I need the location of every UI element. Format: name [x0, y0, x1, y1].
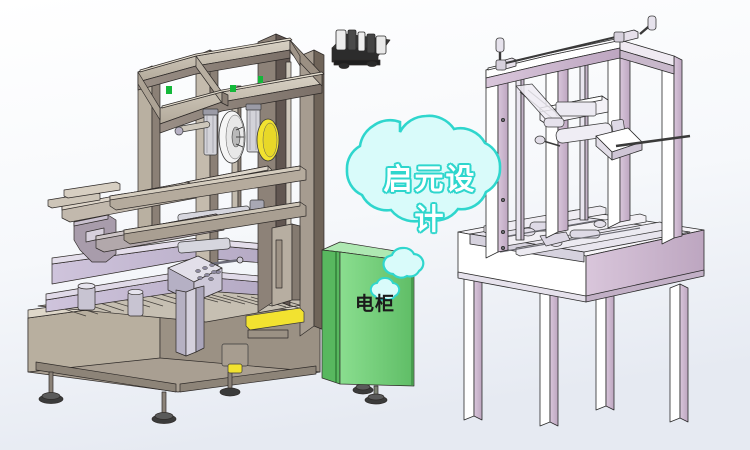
right-side-plate [271, 223, 301, 307]
machine-right-case-erector [457, 15, 705, 427]
electrical-cabinet [321, 241, 415, 405]
tape-dispensing-head [174, 103, 280, 195]
operator-control-panel [167, 255, 223, 357]
sensor-tabs [166, 76, 263, 94]
machine-left-case-sealer [27, 29, 415, 424]
top-cross-beam [485, 37, 675, 89]
upper-head-assembly [515, 83, 691, 161]
leveling-feet [38, 371, 374, 424]
top-frame [137, 37, 325, 134]
side-mounting-plate [500, 118, 505, 250]
gearmotor [331, 29, 391, 69]
table-legs [463, 251, 689, 427]
hand-crank-handles [495, 15, 657, 71]
mid-frame-beams [109, 165, 307, 245]
lower-drive-unit [221, 307, 305, 374]
